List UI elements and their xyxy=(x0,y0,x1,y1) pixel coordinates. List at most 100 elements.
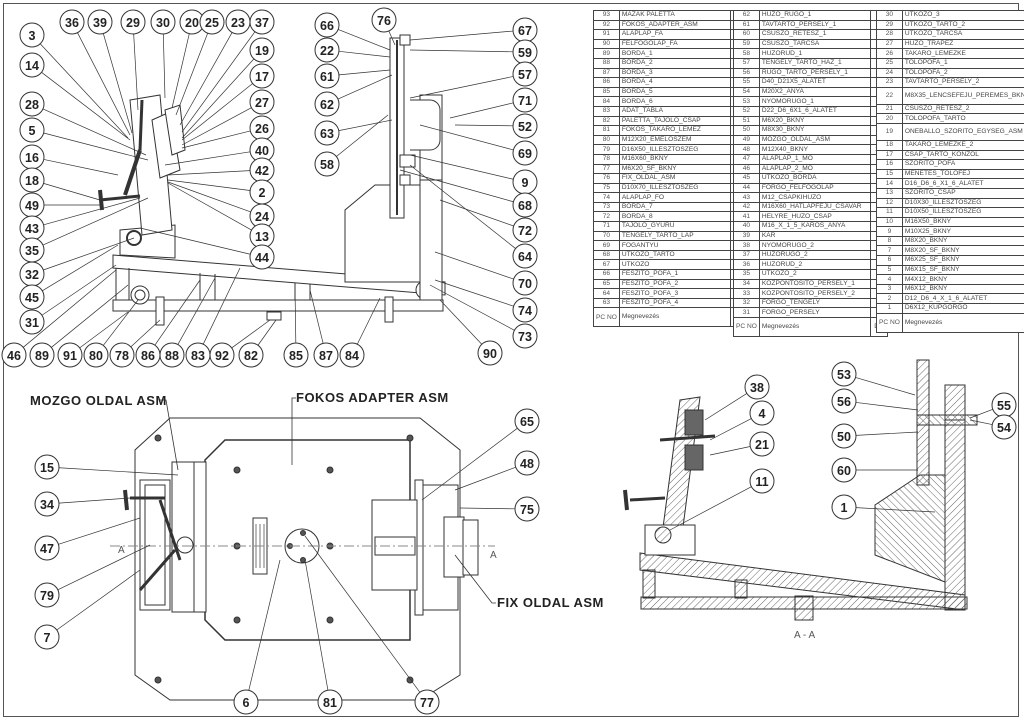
leader-line xyxy=(855,402,919,411)
leader-line xyxy=(162,33,166,99)
balloon-13: 13 xyxy=(249,223,275,249)
bom-cell-name: M8X35_LENCSEFEJU_PEREMES_BKNY xyxy=(901,86,1024,105)
bom-cell-name: M20X2_ANYA xyxy=(758,86,871,98)
leader-line xyxy=(439,199,514,227)
balloon-80: 80 xyxy=(83,342,109,368)
lifting-eye xyxy=(130,285,150,305)
svg-text:38: 38 xyxy=(750,381,764,395)
svg-text:53: 53 xyxy=(837,368,851,382)
bom-cell-name: M4X12_BKNY xyxy=(901,274,1024,285)
bom-cell-no: 81 xyxy=(593,125,620,136)
leader-line xyxy=(41,72,131,141)
bom-cell-no: 64 xyxy=(593,288,620,299)
svg-text:29: 29 xyxy=(126,16,140,30)
bom-cell-no: 92 xyxy=(593,19,620,31)
bom-cell-no: 47 xyxy=(733,153,760,165)
svg-text:34: 34 xyxy=(40,498,54,512)
bom-cell-name: HUZORUD_1 xyxy=(758,48,871,59)
svg-text:61: 61 xyxy=(320,70,334,84)
bom-header-row: PC NOMegnevezésDB xyxy=(876,312,1024,333)
bom-cell-no: 34 xyxy=(733,278,760,290)
svg-text:77: 77 xyxy=(420,696,434,710)
bom-cell-name: HUZORUD_2 xyxy=(758,259,871,271)
bom-cell-name: FORGO_TENGELY xyxy=(758,297,871,309)
balloon-88: 88 xyxy=(159,342,185,368)
balloon-52: 52 xyxy=(512,113,538,139)
bom-cell-name: FORGO_FELFOGOLAP xyxy=(758,182,871,194)
leader-line xyxy=(167,179,251,191)
leader-line xyxy=(43,159,119,176)
balloon-55: 55 xyxy=(991,392,1017,418)
bom-cell-no: 65 xyxy=(593,278,620,290)
leader-line xyxy=(855,377,916,396)
svg-text:69: 69 xyxy=(518,147,532,161)
bom-cell-name: FELFOGOLAP_FA xyxy=(618,38,731,50)
leader-line xyxy=(304,559,329,691)
bom-cell-name: UTKOZO_3 xyxy=(901,10,1024,21)
bom-cell-name: TAKARO_LEMEZKE xyxy=(901,48,1024,59)
bom-cell-no: 8 xyxy=(876,235,903,247)
bom-cell-no: 48 xyxy=(733,144,760,155)
bom-cell-name: BORDA_7 xyxy=(618,201,731,213)
svg-text:21: 21 xyxy=(755,438,769,452)
bom-cell-no: 7 xyxy=(876,245,903,257)
svg-text:62: 62 xyxy=(320,98,334,112)
balloon-50: 50 xyxy=(831,423,857,449)
balloon-40: 40 xyxy=(249,137,275,163)
bom-cell-no: 86 xyxy=(593,77,620,88)
svg-text:58: 58 xyxy=(320,158,334,172)
leader-line xyxy=(43,132,149,161)
bom-cell-no: 72 xyxy=(593,211,620,223)
leader-line xyxy=(409,30,514,41)
bom-cell-no: 85 xyxy=(593,86,620,98)
balloon-74: 74 xyxy=(512,297,538,323)
bom-cell-no: 91 xyxy=(593,29,620,40)
leader-line xyxy=(709,418,752,441)
balloon-70: 70 xyxy=(512,270,538,296)
bom-cell-name: NYOMORUGO_2 xyxy=(758,240,871,251)
bom-cell-name: CSUSZO_RETESZ_1 xyxy=(758,29,871,40)
base-plate-slanted xyxy=(112,254,446,296)
leader-line xyxy=(175,33,208,116)
bom-cell-no: 38 xyxy=(733,240,760,251)
svg-text:64: 64 xyxy=(518,250,532,264)
bom-header-no: PC NO xyxy=(876,312,903,333)
bom-cell-name: M8X30_BKNY xyxy=(758,125,871,136)
leader-line xyxy=(22,269,117,348)
leader-line xyxy=(181,83,253,141)
svg-text:67: 67 xyxy=(518,24,532,38)
balloon-45: 45 xyxy=(19,284,45,310)
bom-cell-no: 33 xyxy=(733,288,760,299)
bom-cell-name: SZORITO_POFA xyxy=(901,159,1024,170)
svg-text:22: 22 xyxy=(320,44,334,58)
leader-line xyxy=(181,31,256,133)
bom-cell-name: FESZITO_POFA_1 xyxy=(618,269,731,280)
leader-line xyxy=(103,299,139,346)
svg-text:56: 56 xyxy=(837,395,851,409)
balloon-38: 38 xyxy=(744,374,770,400)
svg-text:25: 25 xyxy=(205,16,219,30)
bom-cell-no: 19 xyxy=(876,122,903,141)
balloon-25: 25 xyxy=(199,9,225,35)
bom-cell-name: UTKOZO_BORDA xyxy=(758,173,871,184)
leader-line xyxy=(338,119,393,131)
balloon-22: 22 xyxy=(314,37,340,63)
svg-text:70: 70 xyxy=(518,277,532,291)
svg-text:81: 81 xyxy=(323,696,337,710)
svg-text:63: 63 xyxy=(320,127,334,141)
bom-cell-no: 3 xyxy=(876,283,903,295)
